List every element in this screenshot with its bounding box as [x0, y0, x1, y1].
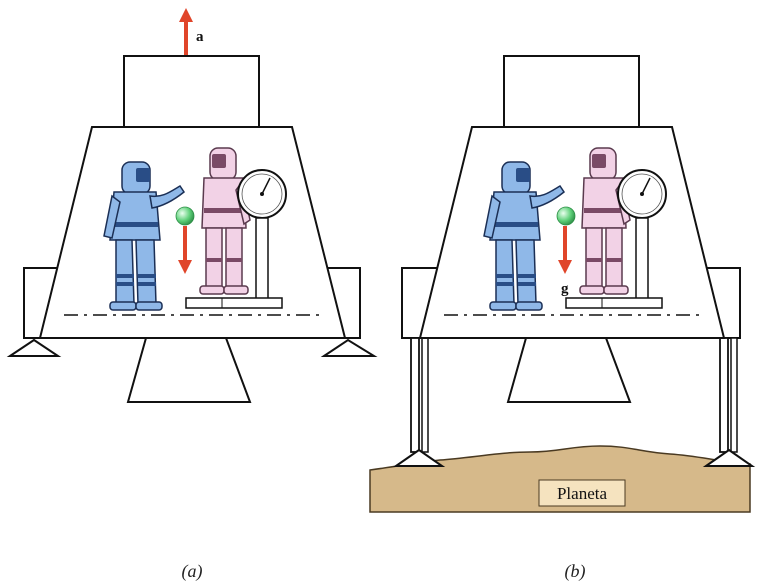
- left-foot-pad: [6, 338, 62, 357]
- landing-legs: [410, 337, 738, 453]
- caption-b: (b): [565, 561, 586, 582]
- left-foot-pad: [392, 448, 446, 467]
- panel-a: a (a): [6, 8, 378, 582]
- planet-label-box: [538, 479, 626, 507]
- capsule-top-module: [503, 55, 640, 128]
- ball: [175, 206, 195, 226]
- acceleration-symbol: a: [196, 29, 204, 45]
- ball-arrow: [178, 226, 192, 274]
- panel-b: g Planeta (b): [369, 55, 756, 582]
- engine-nozzle: [506, 337, 632, 403]
- caption-a: (a): [182, 561, 203, 582]
- capsule-top-module: [123, 55, 260, 128]
- gravity-arrow: [558, 226, 572, 274]
- gravity-symbol: g: [561, 281, 569, 297]
- ball: [556, 206, 576, 226]
- engine-nozzle: [126, 337, 252, 403]
- acceleration-arrow: [179, 8, 193, 56]
- right-foot-pad: [320, 338, 378, 357]
- planet-label: Planeta: [557, 484, 607, 503]
- planet-ground: [369, 445, 751, 513]
- right-foot-pad: [702, 448, 756, 467]
